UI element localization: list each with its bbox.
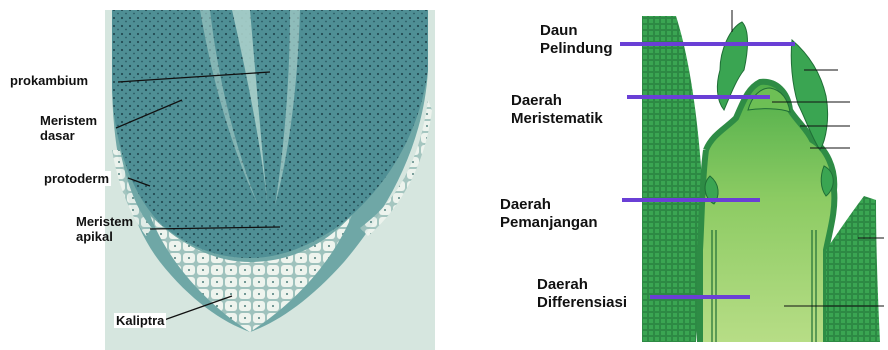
label-prokambium: prokambium: [8, 73, 90, 88]
label-daerah-differensiasi: Daerah Differensiasi: [537, 276, 627, 312]
outer-leaf-left: [642, 16, 703, 342]
root-tip-micrograph: [105, 10, 435, 350]
label-protoderm: protoderm: [42, 171, 111, 186]
label-daun-pelindung: Daun Pelindung: [540, 22, 613, 58]
label-meristem-apikal: Meristem apikal: [76, 214, 133, 244]
label-meristem-dasar: Meristem dasar: [38, 113, 99, 143]
shoot-apex-diagram: [642, 10, 884, 342]
label-kaliptra: Kaliptra: [114, 313, 166, 328]
label-daerah-meristematik: Daerah Meristematik: [511, 92, 603, 128]
label-daerah-pemanjangan: Daerah Pemanjangan: [500, 196, 598, 232]
